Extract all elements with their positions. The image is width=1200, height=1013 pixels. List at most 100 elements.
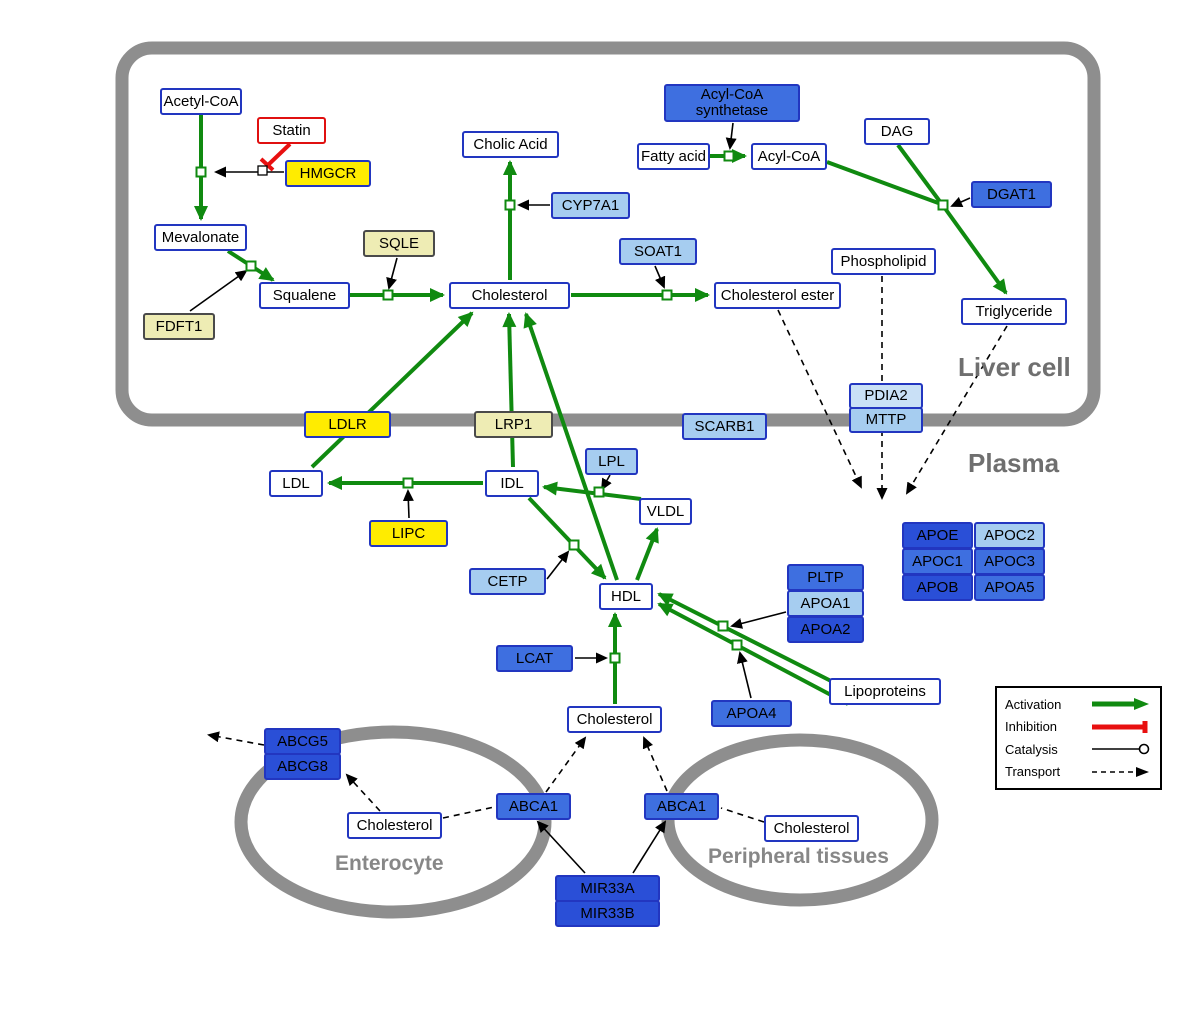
node-mttp[interactable]: MTTP [849, 407, 923, 433]
node-apoc2[interactable]: APOC2 [974, 522, 1045, 549]
tr-cholesterol-abcg [345, 773, 381, 812]
inhibition-edges [259, 142, 292, 172]
node-apoa4[interactable]: APOA4 [711, 700, 792, 727]
cat-sqle [386, 257, 398, 290]
node-abcg5[interactable]: ABCG5 [264, 728, 341, 755]
cat-soat1 [654, 265, 666, 289]
node-cholic-acid[interactable]: Cholic Acid [462, 131, 559, 158]
node-abcg8[interactable]: ABCG8 [264, 753, 341, 780]
edge-junction-triglyceride [942, 205, 1008, 295]
edge-vldl-idl [542, 481, 642, 501]
node-sqle[interactable]: SQLE [363, 230, 435, 257]
legend-inhibition-label: Inhibition [1005, 719, 1058, 735]
node-mir33a[interactable]: MIR33A [555, 875, 660, 902]
node-apoa2[interactable]: APOA2 [787, 616, 864, 643]
liver-cell-label: Liver cell [958, 352, 1071, 382]
node-phospholipid[interactable]: Phospholipid [831, 248, 936, 275]
legend-catalysis-label: Catalysis [1005, 741, 1058, 757]
node-pltp[interactable]: PLTP [787, 564, 864, 591]
node-apoc1[interactable]: APOC1 [902, 548, 973, 575]
node-lpl[interactable]: LPL [585, 448, 638, 475]
node-acetyl-coa[interactable]: Acetyl-CoA [160, 88, 242, 115]
node-acyl-coa-synthetase[interactable]: Acyl-CoA synthetase [664, 84, 800, 122]
cat-fdft1 [189, 269, 248, 312]
edge-lipoproteins-hdl-upper [657, 592, 832, 683]
node-soat1[interactable]: SOAT1 [619, 238, 697, 265]
cat-dgat1 [950, 196, 971, 207]
node-hdl[interactable]: HDL [599, 583, 653, 610]
edge-acylcoa-junction [826, 160, 942, 206]
node-apoa5[interactable]: APOA5 [974, 574, 1045, 601]
edge-lipoproteins-hdl-lower [657, 602, 849, 706]
node-triglyceride[interactable]: Triglyceride [961, 298, 1067, 325]
node-cholesterol-ester[interactable]: Cholesterol ester [714, 282, 841, 309]
node-cholesterol-peripheral[interactable]: Cholesterol [764, 815, 859, 842]
node-mir33b[interactable]: MIR33B [555, 900, 660, 927]
catalysis-circle-icon [1092, 743, 1150, 755]
cat-lipc [402, 489, 414, 519]
plasma-label: Plasma [968, 448, 1060, 478]
cat-apoa4 [737, 651, 752, 699]
legend-activation: Activation [1005, 696, 1152, 712]
legend-catalysis: Catalysis [1005, 741, 1152, 757]
enterocyte-label: Enterocyte [335, 852, 444, 875]
node-dag[interactable]: DAG [864, 118, 930, 145]
node-idl[interactable]: IDL [485, 470, 539, 497]
activation-edges [194, 114, 1008, 706]
node-apoa1[interactable]: APOA1 [787, 590, 864, 617]
node-apoe[interactable]: APOE [902, 522, 973, 549]
edge-hdl-cholesterol [523, 312, 619, 581]
peripheral-tissues-label: Peripheral tissues [708, 845, 889, 868]
node-dgat1[interactable]: DGAT1 [971, 181, 1052, 208]
legend-activation-label: Activation [1005, 696, 1062, 712]
node-fatty-acid[interactable]: Fatty acid [637, 143, 710, 170]
cat-acylcoasynthetase [725, 122, 737, 150]
node-mevalonate[interactable]: Mevalonate [154, 224, 247, 251]
tr-abca1l-cholplasma [545, 736, 587, 793]
liver-cell-membrane [115, 41, 1101, 427]
node-squalene[interactable]: Squalene [259, 282, 350, 309]
tr-cholper-abca1 [720, 807, 765, 823]
peripheral-tissues-membrane [661, 733, 939, 907]
legend-transport: Transport [1005, 764, 1152, 780]
edge-hdl-vldl [635, 527, 659, 581]
node-ldl[interactable]: LDL [269, 470, 323, 497]
node-lrp1[interactable]: LRP1 [474, 411, 553, 438]
node-lcat[interactable]: LCAT [496, 645, 573, 672]
node-cholesterol-liver[interactable]: Cholesterol [449, 282, 570, 309]
legend: Activation Inhibition Catalysis Transpor… [995, 686, 1162, 790]
inhibition-tbar-icon [1092, 720, 1148, 733]
node-cholesterol-plasma[interactable]: Cholesterol [567, 706, 662, 733]
node-scarb1[interactable]: SCARB1 [682, 413, 767, 440]
activation-arrow-icon [1092, 698, 1149, 711]
tr-cholent-abca1 [442, 805, 500, 819]
node-apoc3[interactable]: APOC3 [974, 548, 1045, 575]
transport-dashed-arrow-icon [1092, 766, 1149, 777]
node-acyl-coa[interactable]: Acyl-CoA [751, 143, 827, 170]
tr-abcg-out [207, 731, 265, 746]
cat-pltp [730, 611, 787, 629]
inh-statin-line [266, 142, 292, 167]
node-abca1-left[interactable]: ABCA1 [496, 793, 571, 820]
node-statin[interactable]: Statin [257, 117, 326, 144]
node-apob[interactable]: APOB [902, 574, 973, 601]
edge-idl-cholesterol [502, 312, 517, 468]
node-fdft1[interactable]: FDFT1 [143, 313, 215, 340]
statin-junction-square [257, 165, 268, 176]
edge-idl-hdl [527, 496, 607, 580]
node-cyp7a1[interactable]: CYP7A1 [551, 192, 630, 219]
node-abca1-right[interactable]: ABCA1 [644, 793, 719, 820]
node-vldl[interactable]: VLDL [639, 498, 692, 525]
node-ldlr[interactable]: LDLR [304, 411, 391, 438]
node-lipoproteins[interactable]: Lipoproteins [829, 678, 941, 705]
inh-statin-bar [259, 157, 275, 172]
legend-transport-label: Transport [1005, 764, 1061, 780]
node-lipc[interactable]: LIPC [369, 520, 448, 547]
reaction-squares [195, 150, 949, 664]
node-cetp[interactable]: CETP [469, 568, 546, 595]
node-hmgcr[interactable]: HMGCR [285, 160, 371, 187]
node-pdia2[interactable]: PDIA2 [849, 383, 923, 409]
node-cholesterol-enterocyte[interactable]: Cholesterol [347, 812, 442, 839]
